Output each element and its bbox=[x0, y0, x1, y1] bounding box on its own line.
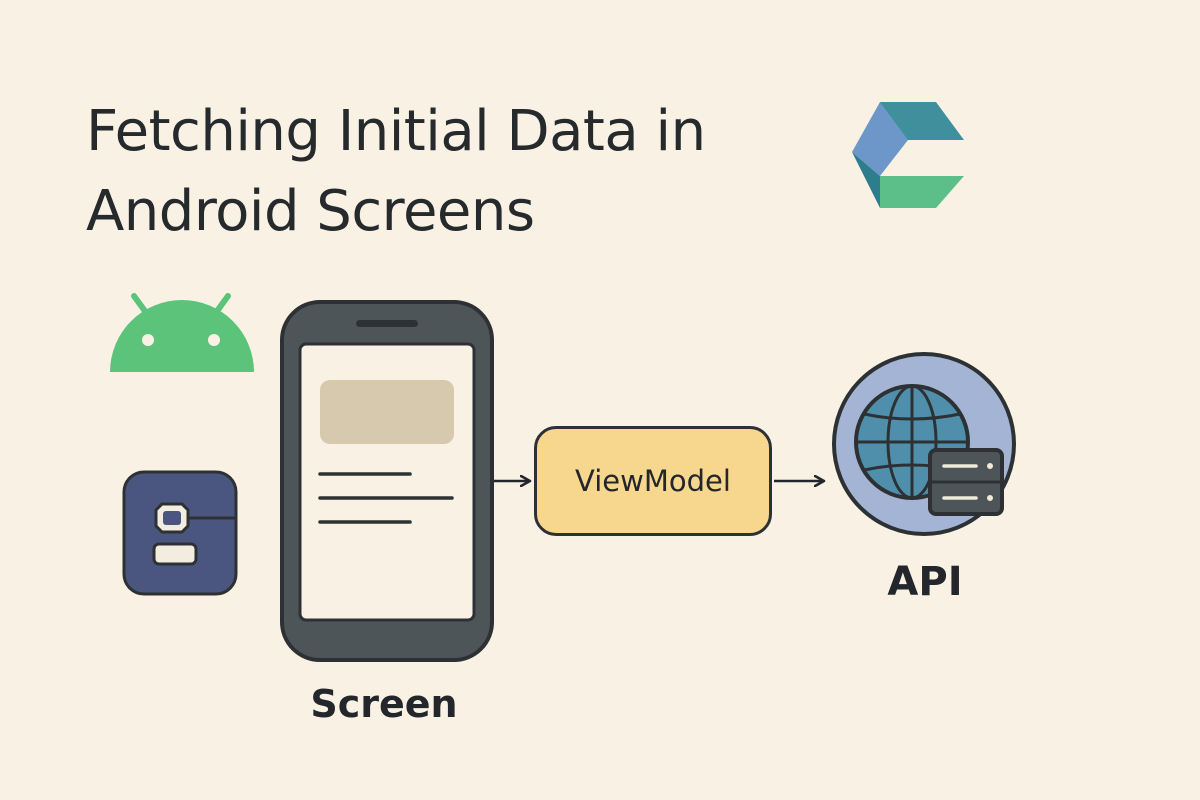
smartphone-icon bbox=[280, 300, 494, 662]
globe-server-icon bbox=[832, 352, 1016, 536]
title-line-1: Fetching Initial Data in bbox=[86, 99, 706, 164]
viewmodel-label: ViewModel bbox=[575, 464, 731, 498]
phone-image-placeholder bbox=[320, 380, 454, 444]
api-label: API bbox=[887, 559, 963, 605]
android-head-icon bbox=[110, 293, 254, 372]
page-title: Fetching Initial Data in Android Screens bbox=[86, 92, 706, 252]
viewmodel-box: ViewModel bbox=[534, 426, 772, 536]
title-line-2: Android Screens bbox=[86, 179, 535, 244]
screen-label: Screen bbox=[310, 682, 458, 726]
hexagon-c-logo-icon bbox=[852, 102, 964, 208]
component-icon bbox=[122, 470, 238, 596]
